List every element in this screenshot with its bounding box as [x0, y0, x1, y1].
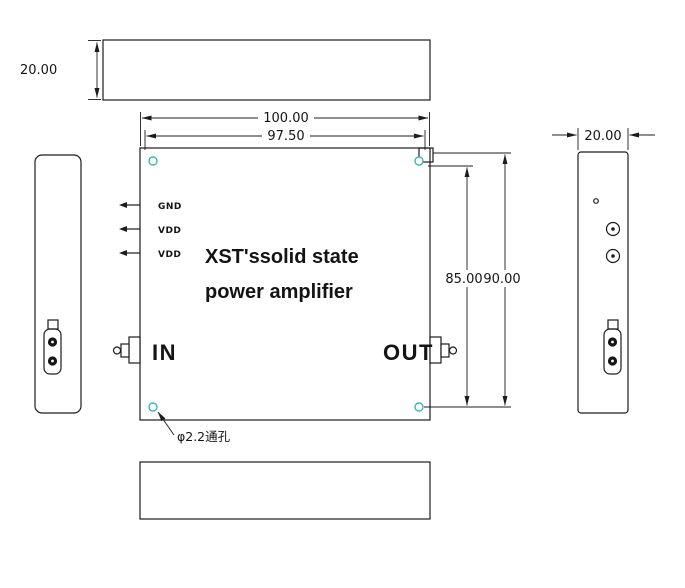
port-ring: [605, 248, 621, 264]
hole-callout-label: φ2.2通孔: [177, 429, 231, 444]
port-ring: [605, 221, 621, 237]
left-view-connector: [43, 319, 62, 375]
dim-outer-width-label: 100.00: [263, 111, 309, 126]
bottom-view-outline: [139, 461, 431, 520]
supply-pins: GND VDD VDD: [119, 202, 182, 260]
pin-tip: [119, 250, 127, 256]
port-center-pin: [611, 227, 615, 231]
connector-tab: [47, 319, 59, 330]
contact-center: [611, 359, 614, 363]
text-mask: [258, 110, 314, 125]
out-connector: [429, 336, 458, 364]
dim-hole-spacing-label: 97.50: [267, 129, 304, 144]
dim-hole-spacing-width: 97.50: [144, 128, 426, 150]
dim-heights: 85.00 90.00: [424, 152, 521, 408]
main-view: GND VDD VDD XST'ssolid state power ampli…: [112, 147, 458, 444]
product-title-line1: XST'ssolid state: [205, 246, 359, 268]
right-view-outline: [577, 151, 629, 414]
connector-flange: [128, 336, 141, 364]
port-center-pin: [611, 254, 615, 258]
connector-neck: [440, 343, 450, 358]
contact-center: [611, 340, 614, 344]
connector-body: [603, 328, 622, 375]
pin-vdd-1: VDD: [119, 226, 181, 236]
top-view-outline: [102, 39, 431, 101]
contact-center: [51, 340, 54, 344]
mounting-hole-bottom-left: [148, 402, 158, 412]
dim-outer-width: 100.00: [140, 110, 430, 146]
dim-side-thickness-label: 20.00: [584, 129, 621, 144]
pin-tip: [119, 202, 127, 208]
contact-center: [51, 359, 54, 363]
bottom-view: [139, 461, 431, 520]
connector-body: [43, 328, 62, 375]
hole-callout: φ2.2通孔: [157, 411, 231, 444]
pin-label-vdd-1: VDD: [158, 226, 181, 236]
dim-inner-height-label: 85.00: [445, 272, 482, 287]
corner-notch: [418, 147, 434, 163]
in-connector: [112, 336, 141, 364]
connector-neck: [120, 343, 130, 358]
pin-tip: [119, 226, 127, 232]
pin-vdd-2: VDD: [119, 250, 181, 260]
in-port-label: IN: [152, 340, 177, 365]
mounting-hole-top-right: [414, 156, 424, 166]
right-view-connector: [603, 319, 622, 375]
dim-top-thickness-label: 20.00: [20, 63, 57, 78]
pin-label-gnd: GND: [158, 202, 182, 212]
small-hole: [593, 198, 599, 204]
coax-port-1: [605, 221, 621, 237]
out-port-label: OUT: [383, 340, 434, 365]
mounting-hole-bottom-right: [414, 402, 424, 412]
connector-tip: [448, 346, 458, 355]
left-view-outline: [34, 154, 82, 414]
left-side-view: [34, 154, 82, 414]
dim-top-thickness: 20.00: [20, 40, 101, 100]
right-side-view: [577, 151, 629, 414]
coax-port-2: [605, 248, 621, 264]
text-mask: [443, 270, 521, 287]
main-body-outline: [139, 147, 431, 421]
connector-tip: [112, 346, 122, 355]
dim-outer-height-label: 90.00: [483, 272, 520, 287]
product-title-line2: power amplifier: [205, 281, 353, 303]
text-mask: [262, 128, 310, 143]
pin-gnd: GND: [119, 202, 182, 212]
connector-tab: [607, 319, 619, 330]
leader-line: [157, 411, 175, 436]
top-view: [102, 39, 431, 101]
mounting-hole-top-left: [148, 156, 158, 166]
dim-side-thickness: 20.00: [552, 128, 655, 150]
pin-label-vdd-2: VDD: [158, 250, 181, 260]
